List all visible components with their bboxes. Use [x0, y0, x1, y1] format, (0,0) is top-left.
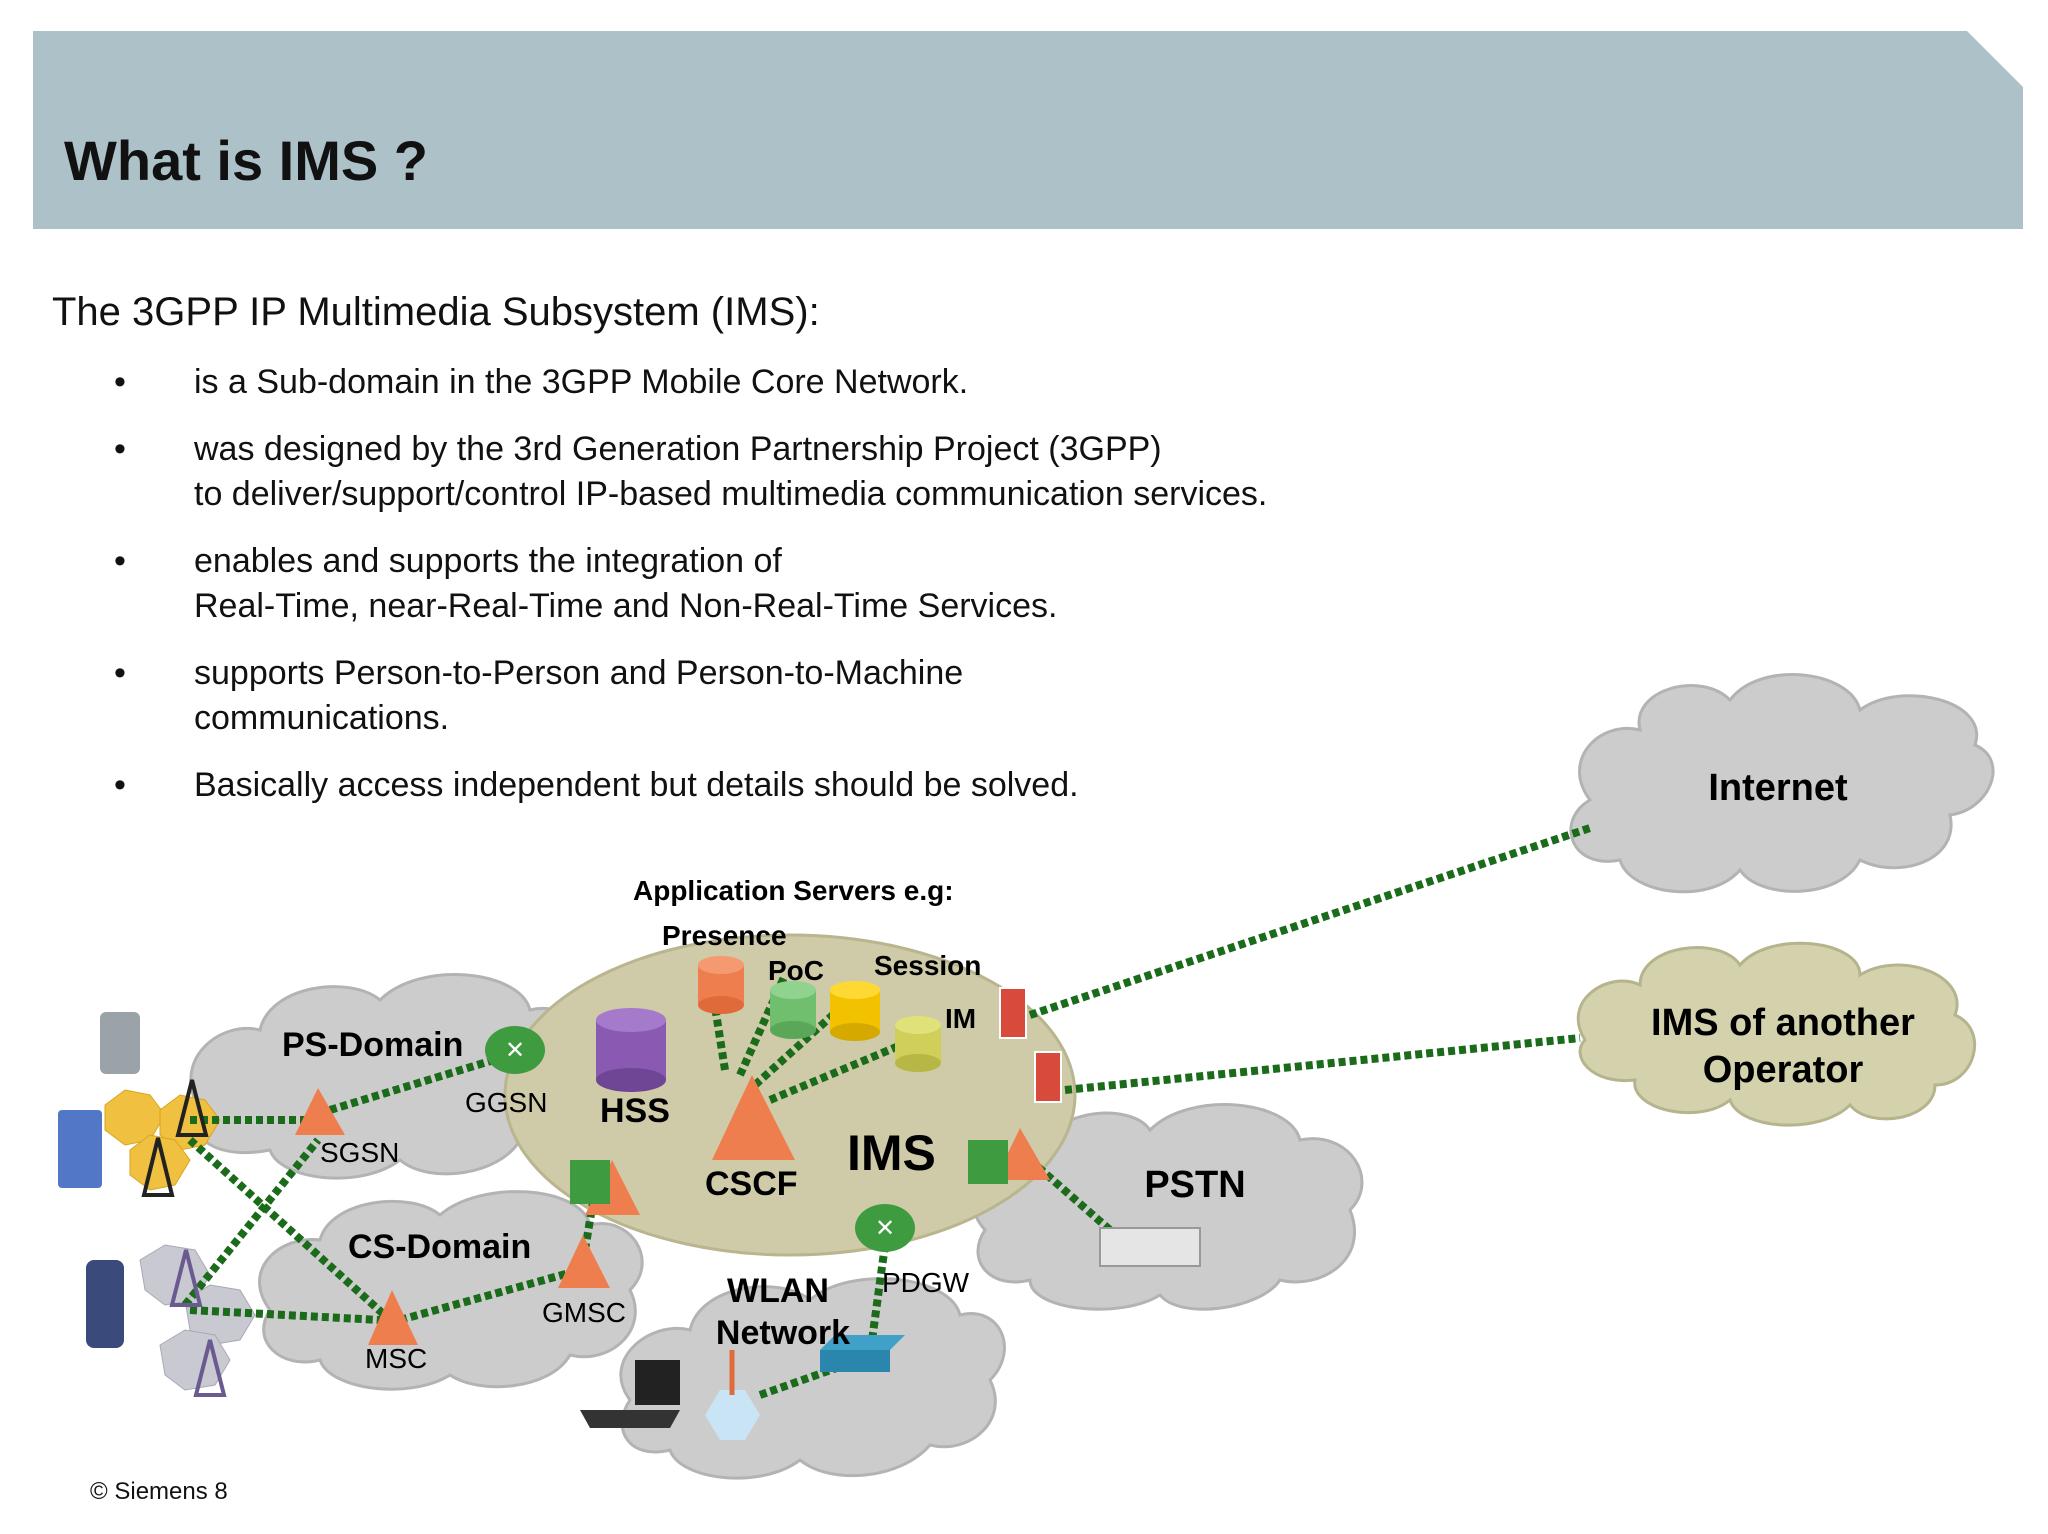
bullet-dot: •	[114, 654, 126, 692]
sgsn-label: SGSN	[320, 1137, 399, 1168]
bullet-text: Basically access independent but details…	[194, 766, 1079, 804]
bullet-item: • was designed by the 3rd Generation Par…	[110, 427, 1510, 517]
bullet-text: Real-Time, near-Real-Time and Non-Real-T…	[194, 587, 1058, 625]
mgw-icon	[570, 1160, 610, 1204]
wlan-switch-icon	[820, 1350, 890, 1372]
slide-title: What is IMS ?	[64, 129, 428, 192]
internet-cloud	[1569, 673, 1995, 894]
ims-label: IMS	[847, 1125, 936, 1181]
bullet-dot: •	[114, 430, 126, 468]
bullet-dot: •	[114, 363, 126, 401]
ggsn-label: GGSN	[465, 1087, 547, 1118]
im-label: IM	[945, 1003, 976, 1034]
bullet-item: • enables and supports the integration o…	[110, 539, 1510, 629]
laptop-icon	[580, 1410, 680, 1428]
bullet-list: • is a Sub-domain in the 3GPP Mobile Cor…	[110, 360, 1510, 830]
footer-copyright: © Siemens 8	[90, 1478, 228, 1505]
pstn-gateway-node-icon	[995, 1128, 1050, 1180]
cs-domain-cloud	[258, 1190, 644, 1391]
tower-icon	[175, 1079, 209, 1137]
presence-db-icon	[698, 956, 744, 1014]
hss-label: HSS	[600, 1092, 670, 1130]
internet-label: Internet	[1708, 767, 1848, 809]
wlan-switch-icon	[820, 1335, 905, 1350]
hss-db-icon	[596, 1008, 666, 1092]
pdgw-router-icon: ✕	[855, 1204, 915, 1252]
title-bar	[33, 31, 2023, 229]
svg-text:✕: ✕	[505, 1037, 525, 1064]
wlan-network-label: Network	[716, 1314, 850, 1352]
pda-icon	[58, 1110, 102, 1188]
bullet-text: enables and supports the integration of	[194, 542, 782, 580]
tower-icon	[193, 1339, 227, 1397]
bullet-text: supports Person-to-Person and Person-to-…	[194, 654, 964, 692]
bullet-text: to deliver/support/control IP-based mult…	[194, 475, 1268, 513]
session-db-icon	[830, 981, 880, 1041]
other-operator-cloud	[1576, 941, 1977, 1127]
presence-label: Presence	[662, 920, 787, 951]
firewall-icon	[1034, 1051, 1062, 1103]
mgw-icon	[968, 1140, 1008, 1184]
msc-node-icon	[368, 1290, 418, 1345]
pstn-label: PSTN	[1144, 1164, 1245, 1206]
pdgw-label: PDGW	[882, 1267, 970, 1298]
access-point-icon	[705, 1390, 760, 1440]
bullet-dot: •	[114, 542, 126, 580]
bullet-item: • Basically access independent but detai…	[110, 763, 1510, 808]
app-servers-label: Application Servers e.g:	[633, 875, 954, 906]
bullet-text: is a Sub-domain in the 3GPP Mobile Core …	[194, 363, 969, 401]
other-operator-label: IMS of another	[1651, 1002, 1915, 1044]
sgsn-node-icon	[295, 1088, 345, 1135]
smartphone-icon	[100, 1012, 140, 1074]
bullet-text: communications.	[194, 699, 450, 737]
session-label: Session	[874, 950, 981, 981]
poc-label: PoC	[768, 955, 824, 986]
im-db-icon	[895, 1016, 941, 1072]
mobile-phone-icon	[86, 1260, 124, 1348]
network-links	[181, 824, 1592, 1399]
intro-text: The 3GPP IP Multimedia Subsystem (IMS):	[52, 290, 820, 334]
ggsn-router-icon: ✕	[485, 1026, 545, 1074]
bullet-item: • supports Person-to-Person and Person-t…	[110, 651, 1510, 741]
cs-domain-label: CS-Domain	[348, 1228, 531, 1266]
cscf-label: CSCF	[705, 1165, 798, 1203]
cscf-node-icon	[712, 1075, 795, 1160]
tower-icon	[141, 1137, 175, 1197]
bullet-text: was designed by the 3rd Generation Partn…	[194, 430, 1162, 468]
gmsc-node-icon	[558, 1235, 610, 1288]
gmsc-label: GMSC	[542, 1297, 626, 1328]
bullet-dot: •	[114, 766, 126, 804]
laptop-icon	[635, 1360, 680, 1405]
poc-db-icon	[770, 981, 816, 1039]
svg-text:✕: ✕	[875, 1215, 895, 1242]
wlan-label: WLAN	[727, 1272, 829, 1310]
msc-label: MSC	[365, 1343, 427, 1374]
bullet-item: • is a Sub-domain in the 3GPP Mobile Cor…	[110, 360, 1510, 405]
tower-icon	[169, 1249, 203, 1307]
other-operator-label: Operator	[1703, 1049, 1864, 1091]
pstn-switch-icon	[1099, 1227, 1201, 1267]
firewall-icon	[999, 987, 1027, 1039]
ps-domain-label: PS-Domain	[282, 1026, 463, 1064]
